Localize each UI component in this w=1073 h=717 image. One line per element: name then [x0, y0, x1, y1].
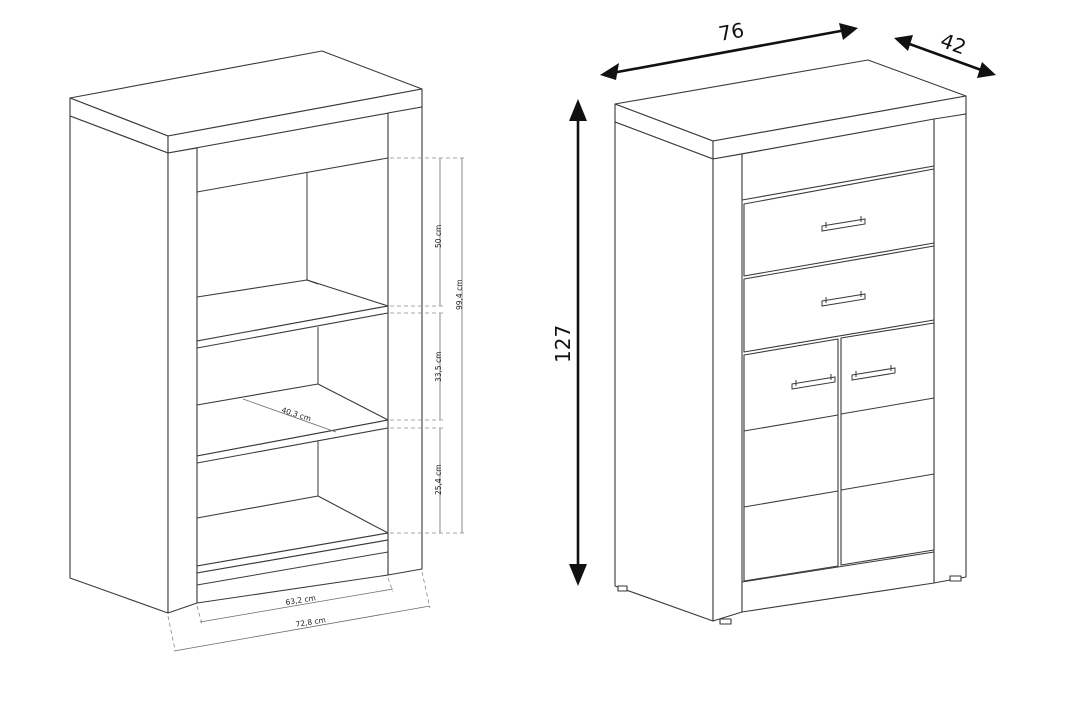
left-side-panel: [69, 115, 169, 614]
cabinet-bottom-rail: [741, 551, 935, 613]
open-shelf-cabinet: [69, 50, 423, 614]
shelf-1-top: [196, 279, 389, 342]
door-left-handle: [791, 374, 836, 390]
right-dimension-arrows: [569, 23, 996, 586]
label-width: 76: [717, 18, 746, 46]
right-front-stile: [387, 106, 423, 576]
inner-top-edge: [196, 157, 389, 193]
label-shelf-bottom-height: 25,4 cm: [434, 464, 443, 495]
depth-arrow: [903, 40, 985, 73]
label-shelf-top-height: 50 cm: [434, 225, 443, 248]
right-dimension-labels: 76 42 127: [551, 18, 969, 363]
label-inner-total-height: 99,4 cm: [455, 279, 464, 310]
foot-back-left: [617, 585, 628, 592]
door-right: [840, 322, 935, 566]
foot-front-right: [949, 575, 962, 582]
left-dimension-guides: [167, 157, 466, 652]
plinth: [196, 539, 389, 604]
cabinet-top-rail: [741, 118, 935, 201]
shelf-1-front: [196, 305, 389, 349]
cabinet-left-stile: [712, 153, 743, 622]
left-front-stile: [167, 147, 198, 614]
width-arrow: [611, 28, 847, 75]
drawer-2-handle: [821, 291, 866, 307]
cabinet-left-side: [614, 121, 714, 622]
drawer-1: [743, 168, 935, 277]
drawer-cabinet: [614, 59, 967, 625]
foot-front-left: [719, 618, 732, 625]
door-left: [743, 338, 839, 582]
label-shelf-mid-height: 33,5 cm: [434, 351, 443, 382]
door-right-handle: [851, 365, 896, 381]
drawer-1-handle: [821, 216, 866, 232]
shelf-2-front: [196, 419, 389, 464]
label-height: 127: [551, 325, 575, 363]
cabinet-right-stile: [933, 113, 967, 584]
